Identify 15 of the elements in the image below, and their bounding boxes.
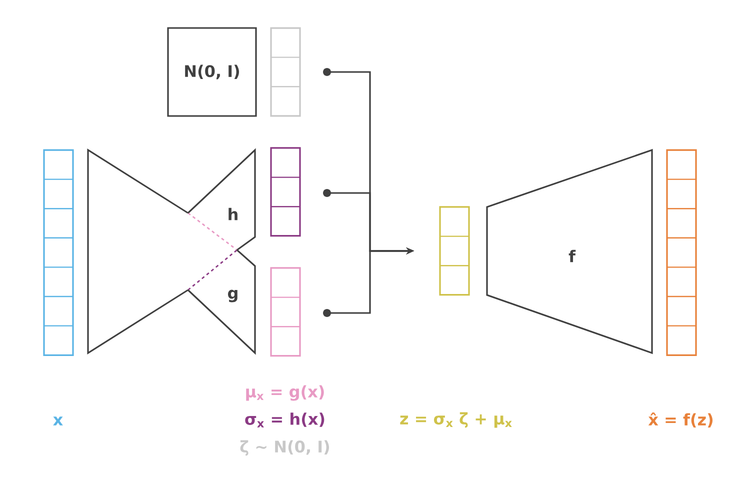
- network-block: g: [187, 249, 256, 355]
- formula-label: x̂ = f(z): [648, 412, 713, 428]
- vector-column: [270, 27, 301, 117]
- formula-label: z = σ$_{x}$ ζ + μ$_{x}$: [400, 412, 512, 428]
- formula-label: σ$_{x}$ = h(x): [245, 412, 324, 428]
- vector-column: [270, 267, 301, 357]
- distribution-box: N(0, I): [167, 27, 257, 117]
- vector-column: [270, 147, 301, 237]
- formula-label: x: [53, 416, 63, 426]
- formula-label: μ$_{x}$ = g(x): [246, 385, 324, 401]
- vector-column: [43, 149, 74, 356]
- vector-column: [439, 206, 470, 296]
- network-block: f: [486, 148, 653, 354]
- vector-column: [666, 149, 697, 356]
- network-block: h: [187, 148, 256, 251]
